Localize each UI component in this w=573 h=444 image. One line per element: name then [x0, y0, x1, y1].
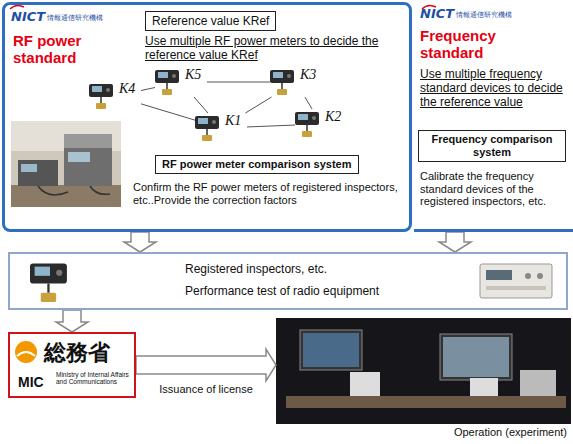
note-text: Calibrate the frequency standard devices…	[420, 170, 570, 208]
comparison-line	[207, 82, 270, 83]
comparison-line	[141, 88, 155, 91]
standard-panel: Frequency standardFrequency comparison s…	[414, 2, 573, 232]
ministry-box: 総務省MIC Ministry of Internal Affairs and C…	[8, 332, 136, 398]
box-label: RF power meter comparison system	[162, 158, 352, 171]
block-arrow	[124, 232, 156, 252]
photo-wall	[11, 121, 121, 151]
system-box: Frequency comparison system	[418, 130, 566, 162]
edge-label: Issuance of license	[157, 383, 255, 395]
standard-panel: RF power standardReference value KRefK5K…	[2, 2, 412, 232]
comparison-line	[245, 97, 271, 113]
photo-ground	[276, 318, 571, 424]
photo-equipment	[520, 370, 556, 396]
comparison-line	[141, 104, 195, 120]
inspector-box: Registered inspectors, etc. Performance t…	[8, 252, 568, 310]
box-body: Performance test of radio equipment	[185, 284, 379, 298]
lab-photo	[11, 121, 121, 207]
photo-screen	[303, 333, 359, 367]
photo-screen	[443, 337, 509, 377]
logo-arc	[17, 352, 35, 356]
panel-heading: RF power standard	[13, 33, 103, 66]
box-label: Reference value KRef	[152, 14, 269, 28]
photo-equipment	[64, 148, 112, 186]
power-meter-icon	[89, 84, 113, 109]
box-label: Frequency comparison system	[423, 133, 561, 159]
power-meter: K1	[195, 113, 247, 143]
power-meter-icon	[195, 116, 219, 141]
logo-subtext: 情報通信研究機構	[47, 13, 103, 23]
device-knob	[525, 273, 531, 279]
operation-photo	[276, 318, 571, 424]
power-meter-icon	[30, 264, 67, 302]
photo-screen	[68, 152, 90, 162]
system-box: RF power meter comparison system	[155, 155, 359, 174]
device-panel	[486, 286, 546, 290]
device-body	[480, 264, 552, 298]
mic-logo-mark	[15, 341, 37, 363]
logo-sun	[15, 341, 37, 363]
note-text: Use multiple frequency standard devices …	[420, 68, 570, 109]
reference-box: Reference value KRef	[145, 11, 276, 31]
logo-text: NICT	[420, 6, 454, 21]
meter-label: K2	[325, 109, 347, 125]
power-meter: K2	[295, 109, 347, 139]
comparison-line	[305, 97, 312, 109]
panel-heading: Frequency standard	[420, 28, 520, 61]
power-meter-icon	[155, 70, 179, 95]
nict-logo-swoosh	[10, 5, 436, 9]
photo-cable	[38, 186, 110, 195]
meter-label: K4	[119, 81, 141, 97]
power-meter: K5	[155, 67, 207, 97]
comparison-line	[247, 125, 295, 127]
meter-label: K3	[300, 67, 322, 83]
logo-text: 総務省	[44, 338, 110, 368]
power-meter-icon	[295, 112, 319, 137]
photo-ground	[11, 121, 121, 207]
power-meter: K4	[89, 81, 141, 111]
device-knob	[537, 273, 543, 279]
photo-table	[11, 185, 121, 207]
photo-equipment	[18, 160, 58, 186]
logo-text: NICT	[11, 9, 45, 24]
logo-arc	[10, 5, 24, 9]
power-meter-icon	[270, 70, 294, 95]
photo-equipment	[350, 372, 380, 396]
frequency-device-icon	[480, 264, 552, 298]
photo-monitor	[440, 334, 512, 380]
photo-caption: Operation (experiment)	[452, 426, 569, 438]
photo-table	[286, 396, 566, 408]
meter-label: K1	[225, 113, 247, 129]
block-arrow	[56, 310, 88, 332]
note-text: Confirm the RF power meters of registere…	[133, 181, 405, 206]
box-heading: Registered inspectors, etc.	[185, 262, 327, 276]
logo-abbrev: MIC	[18, 374, 44, 390]
photo-screen	[21, 164, 37, 172]
comparison-line	[194, 97, 208, 113]
photo-equipment	[470, 378, 498, 396]
power-meter: K3	[270, 67, 322, 97]
block-arrow	[439, 232, 471, 252]
block-arrow	[136, 349, 276, 381]
photo-node: Operation (experiment)	[276, 318, 571, 444]
device-display	[486, 270, 512, 280]
logo-subtext: 情報通信研究機構	[456, 10, 512, 20]
logo-subtext: Ministry of Internal Affairs and Communi…	[56, 371, 132, 385]
photo-equipment	[64, 134, 112, 148]
note-text: Use multiple RF power meters to decide t…	[145, 35, 400, 63]
photo-monitor	[300, 330, 362, 370]
meter-label: K5	[185, 67, 207, 83]
